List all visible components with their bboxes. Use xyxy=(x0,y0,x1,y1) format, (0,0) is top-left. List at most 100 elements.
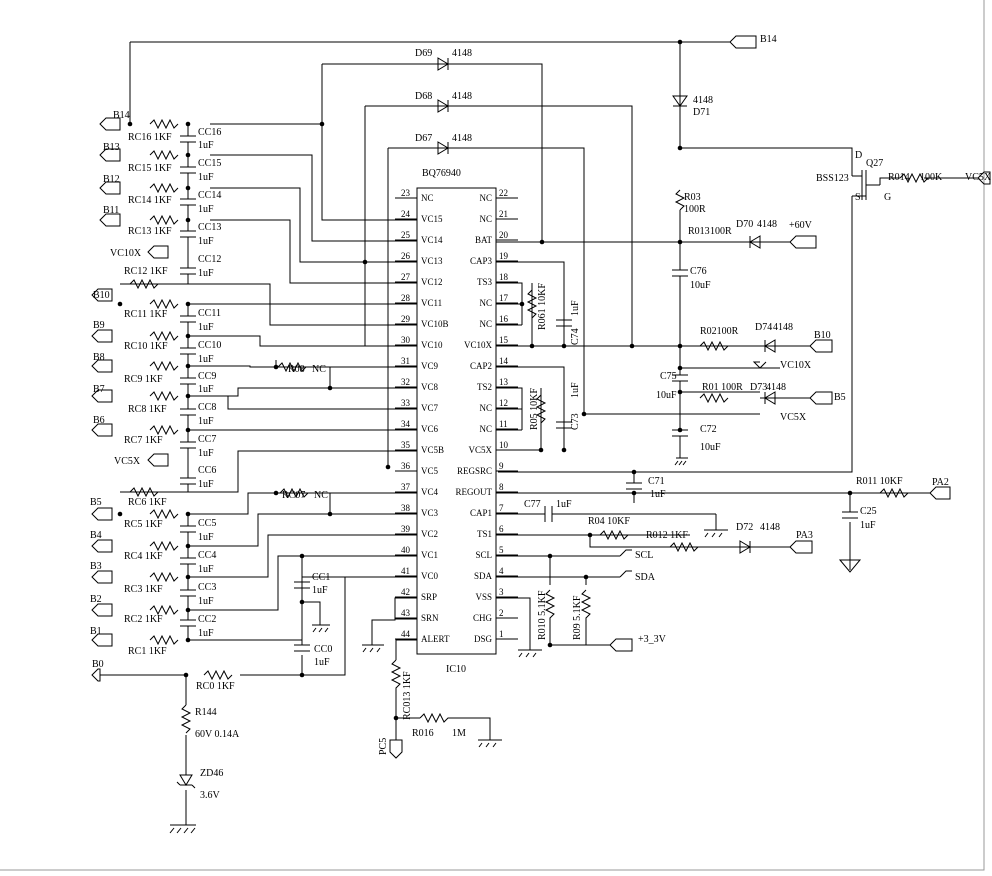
junction-dot xyxy=(185,185,191,191)
ic-pin-name: REGSRC xyxy=(457,466,492,476)
junction-dot xyxy=(117,301,123,307)
junction-dot xyxy=(547,642,553,648)
junction-dot xyxy=(677,145,683,151)
junction-dot xyxy=(185,363,191,369)
junction-dot xyxy=(631,490,637,496)
ic-pin-name: TS2 xyxy=(477,382,492,392)
diode-d73 xyxy=(764,391,776,405)
label-q27-d: D xyxy=(855,150,862,161)
ic-pin-number: 20 xyxy=(499,230,509,240)
label-c74: C74 xyxy=(570,328,581,345)
label-d74-val: 4148 xyxy=(773,322,793,333)
label-d73-val: 4148 xyxy=(766,382,786,393)
label-cc11-val: 1uF xyxy=(198,322,214,333)
label-c75-val: 10uF xyxy=(656,390,677,401)
label-cc8-val: 1uF xyxy=(198,416,214,427)
label-rc16: RC16 1KF xyxy=(128,132,172,143)
diode-d72 xyxy=(739,540,751,554)
label-cc4: CC4 xyxy=(198,550,216,561)
ic-pin-number: 11 xyxy=(499,419,508,429)
ic-pin-name: NC xyxy=(479,424,492,434)
label-cc10-val: 1uF xyxy=(198,354,214,365)
junction-dot xyxy=(127,121,133,127)
label-b1: B1 xyxy=(90,626,102,637)
label-rc10: RC10 1KF xyxy=(124,341,168,352)
label-vc5x-out: VC5X xyxy=(780,412,807,423)
junction-dot xyxy=(629,343,635,349)
label-pa2: PA2 xyxy=(932,477,949,488)
label-cc0: CC0 xyxy=(314,644,332,655)
ic-pin-number: 31 xyxy=(401,356,410,366)
label-r144-val: 60V 0.14A xyxy=(195,729,240,740)
ic-pin-name: CAP1 xyxy=(470,508,492,518)
label-cc1: CC1 xyxy=(312,572,330,583)
label-zd46-val: 3.6V xyxy=(200,790,221,801)
label-r08-val: NC xyxy=(312,364,326,375)
ic-pin-name: VC8 xyxy=(421,382,439,392)
junction-dot xyxy=(299,599,305,605)
capacitor-c74 xyxy=(556,319,572,327)
label-cc15: CC15 xyxy=(198,158,221,169)
junction-dot xyxy=(327,385,333,391)
ic-pin-name: VC12 xyxy=(421,277,443,287)
ic-pin-name: VC5 xyxy=(421,466,439,476)
resistor-r011 xyxy=(879,487,909,499)
junction-dot xyxy=(677,389,683,395)
ic-pin-number: 42 xyxy=(401,587,410,597)
junction-dot xyxy=(581,411,587,417)
label-cc4-val: 1uF xyxy=(198,564,214,575)
resistor-rc5 xyxy=(149,508,179,520)
capacitor-c73 xyxy=(556,421,572,429)
label-cc0-val: 1uF xyxy=(314,657,330,668)
label-r016-val: 1M xyxy=(452,728,466,739)
label-r08: R08 xyxy=(288,364,305,375)
label-rc1: RC1 1KF xyxy=(128,646,167,657)
labels: B14 RC16 1KF CC16 1uF B13 RC15 1KF CC15 … xyxy=(90,34,992,801)
ic-pin-name: ALERT xyxy=(421,634,450,644)
ic-pin-number: 12 xyxy=(499,398,508,408)
ic-pin-name: VC4 xyxy=(421,487,439,497)
ic-pin-number: 29 xyxy=(401,314,411,324)
label-bss123: BSS123 xyxy=(816,173,849,184)
ic-pin-number: 37 xyxy=(401,482,411,492)
junction-dot xyxy=(362,259,368,265)
ic-pin-name: VSS xyxy=(475,592,492,602)
ic-pin-number: 14 xyxy=(499,356,509,366)
ic-pin-number: 39 xyxy=(401,524,411,534)
ic-pin-number: 10 xyxy=(499,440,509,450)
label-cc12: CC12 xyxy=(198,254,221,265)
ic-pin-number: 24 xyxy=(401,209,411,219)
junction-dot xyxy=(273,490,279,496)
junction-dot xyxy=(847,490,853,496)
label-r014-val: 100K xyxy=(920,172,943,183)
ic-pin-name: VC14 xyxy=(421,235,443,245)
ic-pin-name: VC3 xyxy=(421,508,439,518)
ic-pin-name: REGOUT xyxy=(456,487,493,497)
junction-dot xyxy=(677,343,683,349)
label-c73-val: 1uF xyxy=(570,382,581,398)
junction-dot xyxy=(273,364,279,370)
resistor-r05 xyxy=(535,394,547,424)
label-vc10x-out: VC10X xyxy=(780,360,812,371)
ic-pin-number: 6 xyxy=(499,524,504,534)
label-r011: R011 10KF xyxy=(856,476,903,487)
label-d71: D71 xyxy=(693,107,710,118)
ic-pin-name: VC5B xyxy=(421,445,444,455)
ic-pin-name: SRP xyxy=(421,592,437,602)
